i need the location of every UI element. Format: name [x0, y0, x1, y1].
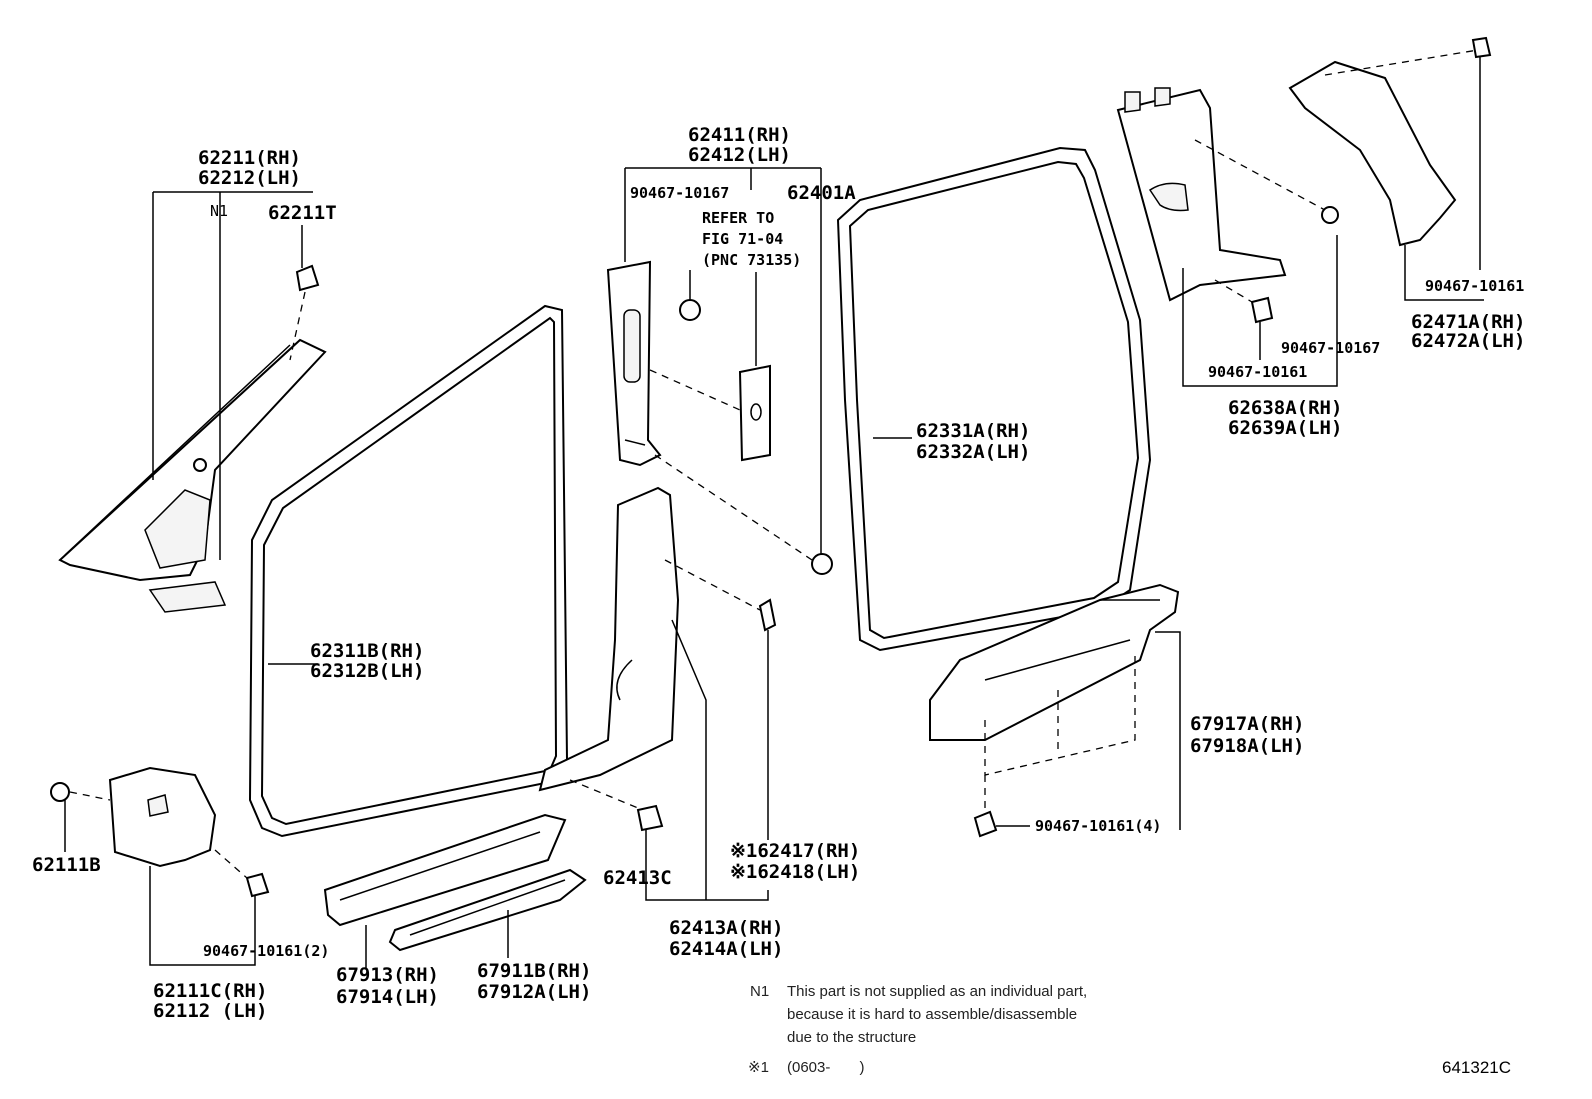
clip-62413c [569, 779, 769, 901]
label-67917a: 67917A(RH) [1190, 713, 1305, 735]
refer-line-2: FIG 71-04 [702, 230, 784, 248]
note-n1-mark: N1 [750, 983, 770, 1000]
clip-90467-10161-cowl [214, 849, 270, 898]
label-62331a: 62331A(RH) [916, 420, 1031, 442]
label-62312b: 62312B(LH) [310, 660, 425, 682]
note-n1-line-2: because it is hard to assemble/disassemb… [787, 1006, 1078, 1023]
label-62471a: 62471A(RH) [1411, 311, 1526, 333]
clip-90467-10167-c [1321, 206, 1339, 224]
label-62418: ※162418(LH) [730, 861, 861, 883]
clip-62401a [654, 454, 833, 575]
label-62412: 62412(LH) [688, 144, 791, 166]
clip-62417 [758, 598, 777, 840]
label-62111c: 62111C(RH) [153, 980, 268, 1002]
clip-90467-10161-rear [1471, 36, 1492, 270]
refer-line-3: (PNC 73135) [702, 251, 802, 269]
clip-90467-10161-c [1214, 279, 1274, 360]
cowl-side-trim [108, 766, 217, 868]
note-n1-line-1: This part is not supplied as an individu… [787, 983, 1088, 1000]
rear-upper-trim [1288, 49, 1484, 301]
clip-90467-10161-scuff [973, 810, 1030, 838]
label-62311b: 62311B(RH) [310, 640, 425, 662]
b-pillar-lower-trim [538, 486, 680, 792]
label-62401a: 62401A [787, 182, 856, 204]
label-62212: 62212(LH) [198, 167, 301, 189]
label-62111b: 62111B [32, 854, 101, 876]
refer-line-1: REFER TO [702, 209, 775, 227]
label-62332a: 62332A(LH) [916, 441, 1031, 463]
label-62112: 62112 (LH) [153, 1000, 268, 1022]
c-pillar-trim [1116, 87, 1326, 302]
label-62472a: 62472A(LH) [1411, 330, 1526, 352]
label-90467-10161-c: 90467-10161 [1208, 363, 1308, 381]
front-scuff-plate [323, 813, 567, 927]
reference-part-73135 [649, 272, 771, 462]
b-pillar-upper-trim [606, 260, 662, 467]
clip-90467-10167-upper [679, 270, 701, 321]
label-90467-10161-4: 90467-10161(4) [1035, 817, 1162, 835]
note-n1-line-3: due to the structure [787, 1029, 917, 1046]
label-62211t: 62211T [268, 202, 337, 224]
label-62413a: 62413A(RH) [669, 917, 784, 939]
label-67912a: 67912A(LH) [477, 981, 592, 1003]
note-x1-text: (0603- ) [787, 1059, 865, 1076]
label-90467-10167-upper: 90467-10167 [630, 184, 730, 202]
label-62211: 62211(RH) [198, 147, 301, 169]
label-62639a: 62639A(LH) [1228, 417, 1343, 439]
label-67918a: 67918A(LH) [1190, 735, 1305, 757]
clip-62211t [289, 225, 320, 361]
label-62411: 62411(RH) [688, 124, 791, 146]
label-90467-10161-rear: 90467-10161 [1425, 277, 1525, 295]
label-n1: N1 [210, 202, 229, 220]
label-62413c: 62413C [603, 867, 672, 889]
front-door-weatherstrip [248, 304, 569, 838]
label-62417: ※162417(RH) [730, 840, 861, 862]
a-pillar-trim [58, 338, 327, 613]
label-62414a: 62414A(LH) [669, 938, 784, 960]
figure-code: 641321C [1442, 1058, 1512, 1077]
label-67914: 67914(LH) [336, 986, 439, 1008]
rear-door-weatherstrip [836, 146, 1152, 652]
label-62638a: 62638A(RH) [1228, 397, 1343, 419]
label-90467-10161-2: 90467-10161(2) [203, 942, 330, 960]
label-90467-10167-c: 90467-10167 [1281, 339, 1381, 357]
rear-scuff-plate [929, 583, 1180, 815]
note-x1-mark: ※1 [748, 1059, 769, 1076]
label-67913: 67913(RH) [336, 964, 439, 986]
label-67911b: 67911B(RH) [477, 960, 592, 982]
front-scuff-plate-cover [388, 868, 587, 952]
clip-62111b [50, 782, 111, 852]
